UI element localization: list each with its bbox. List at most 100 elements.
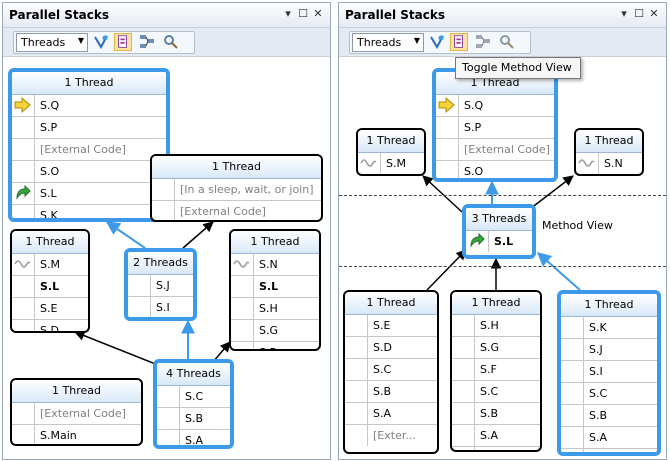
frame-method-name: [External Code] (180, 205, 266, 218)
stack-frame-row[interactable]: S.G (231, 320, 319, 342)
parallel-stacks-window-left: Parallel Stacks ▾ ☐ ✕ Threads ▼ (2, 2, 331, 460)
stack-frame-row[interactable]: S.P (12, 117, 166, 139)
frame-method-name: S.L (40, 280, 60, 293)
stack-frame-row[interactable]: S.D (345, 337, 437, 359)
stack-frame-row[interactable]: S.C (345, 359, 437, 381)
window-titlebar: Parallel Stacks ▾ ☐ ✕ (3, 3, 330, 28)
frame-gutter (128, 275, 151, 296)
toolbar: Threads ▼ (3, 28, 330, 57)
stack-frame-row[interactable]: S.A (452, 425, 540, 447)
stack-frame-row[interactable]: S.F (231, 342, 319, 349)
stack-frame-row[interactable]: S.P (436, 117, 554, 139)
stack-frame-row[interactable]: S.O (12, 161, 166, 183)
stack-frame-row[interactable]: [Exter... (561, 449, 657, 452)
toggle-current-stack-icon[interactable] (138, 33, 156, 51)
stack-frame-row[interactable]: S.Q (436, 95, 554, 117)
stack-frame-row[interactable]: [External Code] (436, 139, 554, 161)
maximize-icon[interactable]: ☐ (634, 7, 644, 20)
stack-frame-row[interactable]: S.J (561, 339, 657, 361)
view-select[interactable]: Threads ▼ (16, 33, 88, 52)
toggle-method-view-icon[interactable] (450, 33, 468, 51)
dropdown-caret-icon[interactable]: ▾ (621, 7, 627, 20)
stack-frame-row[interactable]: [External Code] (152, 201, 321, 220)
stack-frame-row[interactable]: S.L (466, 231, 532, 252)
stack-frame-row[interactable]: S.C (452, 381, 540, 403)
stack-frame-row[interactable]: S.I (561, 361, 657, 383)
stack-frame-row[interactable]: S.G (452, 337, 540, 359)
stack-frame-row[interactable]: S.L (12, 183, 166, 205)
maximize-icon[interactable]: ☐ (298, 7, 308, 20)
stack-frame-row[interactable]: S.C (157, 386, 230, 408)
close-icon[interactable]: ✕ (649, 7, 659, 20)
stack-frame-row[interactable]: S.B (452, 403, 540, 425)
node-header: 2 Threads (128, 252, 193, 275)
stack-frame-row[interactable]: S.D (12, 320, 88, 331)
stack-frame-row[interactable]: S.M (358, 153, 424, 174)
stack-frame-row[interactable]: S.M (12, 254, 88, 276)
stack-frame-row[interactable]: S.L (12, 276, 88, 298)
frame-gutter (12, 117, 35, 138)
stack-frame-row[interactable]: S.B (345, 381, 437, 403)
close-icon[interactable]: ✕ (313, 7, 323, 20)
stack-frame-row[interactable]: S.K (12, 205, 166, 218)
flag-icon[interactable] (92, 33, 110, 51)
frame-gutter (466, 231, 489, 252)
frame-method-name: S.H (480, 319, 499, 332)
stack-node[interactable]: 1 Thread[In a sleep, wait, or join][Exte… (150, 154, 323, 222)
stack-frame-row[interactable]: [Exter... (345, 425, 437, 446)
zoom-icon[interactable] (498, 33, 516, 51)
frame-gutter (231, 276, 254, 297)
stack-frame-row[interactable]: S.F (452, 359, 540, 381)
stack-frame-row[interactable]: S.Q (12, 95, 166, 117)
stack-frame-row[interactable]: S.E (345, 315, 437, 337)
stack-node[interactable]: 1 ThreadS.HS.GS.FS.CS.BS.A[Exter... (450, 290, 542, 452)
flag-icon[interactable] (428, 33, 446, 51)
stack-node[interactable]: 1 ThreadS.KS.JS.IS.CS.BS.A[Exter... (557, 290, 661, 456)
stack-node[interactable]: 1 Thread[External Code]S.Main (10, 378, 143, 446)
call-edges (422, 175, 581, 291)
stack-frame-row[interactable]: S.A (157, 430, 230, 445)
stack-frame-row[interactable]: S.Main (12, 425, 141, 444)
stack-frame-row[interactable]: S.K (561, 317, 657, 339)
stack-frame-row[interactable]: [External Code] (12, 403, 141, 425)
edge (74, 330, 164, 368)
toggle-method-view-icon[interactable] (114, 33, 132, 51)
stack-frame-row[interactable]: S.J (128, 275, 193, 297)
toolbar: Threads ▼ (339, 28, 666, 57)
stack-frame-row[interactable]: [External Code] (12, 139, 166, 161)
stack-frame-row[interactable]: [In a sleep, wait, or join] (152, 179, 321, 201)
stack-frame-row[interactable]: S.L (231, 276, 319, 298)
stack-frame-row[interactable]: S.N (576, 153, 642, 174)
toggle-current-stack-icon[interactable] (474, 33, 492, 51)
stack-frame-row[interactable]: S.H (231, 298, 319, 320)
stack-frame-row[interactable]: S.A (561, 427, 657, 449)
frame-gutter (358, 153, 381, 174)
stack-frame-row[interactable]: S.O (436, 161, 554, 178)
frame-gutter (345, 337, 368, 358)
stack-frame-row[interactable]: S.N (231, 254, 319, 276)
dropdown-caret-icon[interactable]: ▾ (285, 7, 291, 20)
stack-frame-row[interactable]: S.A (345, 403, 437, 425)
stack-frame-row[interactable]: S.B (561, 405, 657, 427)
stack-frame-row[interactable]: [Exter... (452, 447, 540, 450)
stack-frame-row[interactable]: S.I (128, 297, 193, 317)
zoom-icon[interactable] (162, 33, 180, 51)
stack-frame-row[interactable]: S.B (157, 408, 230, 430)
frame-gutter (12, 403, 35, 424)
stack-frame-row[interactable]: S.H (452, 315, 540, 337)
stack-frame-row[interactable]: S.E (12, 298, 88, 320)
stack-frame-row[interactable]: S.C (561, 383, 657, 405)
view-select[interactable]: Threads ▼ (352, 33, 424, 52)
